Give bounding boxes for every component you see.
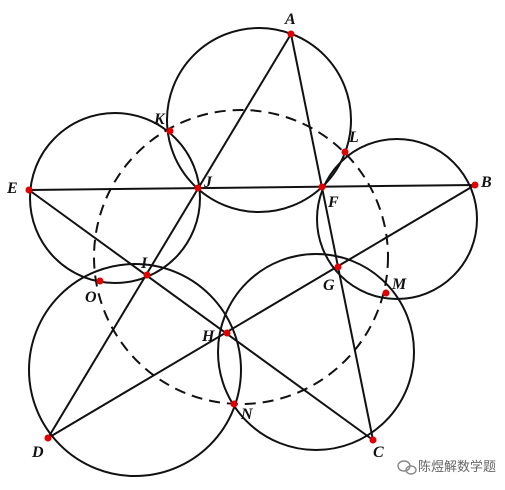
label-D: D bbox=[31, 444, 44, 461]
watermark: 陈煜解数学题 bbox=[397, 459, 496, 475]
point-M bbox=[382, 289, 390, 297]
label-A: A bbox=[284, 11, 296, 28]
point-B bbox=[471, 181, 479, 189]
label-L: L bbox=[348, 129, 359, 146]
point-K bbox=[166, 127, 174, 135]
circle-lower-left bbox=[28, 263, 242, 477]
point-N bbox=[230, 400, 238, 408]
segment-AD bbox=[47, 33, 292, 439]
point-G bbox=[334, 263, 342, 271]
label-B: B bbox=[480, 174, 492, 191]
label-O: O bbox=[85, 289, 97, 306]
dashed-circle bbox=[93, 109, 389, 405]
circle-top bbox=[166, 27, 352, 213]
point-L bbox=[341, 148, 349, 156]
label-K: K bbox=[153, 111, 166, 128]
label-G: G bbox=[323, 277, 335, 294]
segment-AC bbox=[290, 33, 374, 441]
point-J bbox=[194, 184, 202, 192]
label-H: H bbox=[201, 328, 215, 345]
label-M: M bbox=[391, 276, 407, 293]
point-D bbox=[44, 434, 52, 442]
label-F: F bbox=[327, 194, 339, 211]
point-I bbox=[143, 271, 151, 279]
label-C: C bbox=[373, 444, 384, 461]
point-E bbox=[25, 186, 33, 194]
segment-EC bbox=[28, 189, 374, 441]
label-J: J bbox=[203, 174, 213, 191]
circle-left bbox=[29, 112, 201, 284]
circle-right bbox=[316, 138, 478, 300]
watermark-text: 陈煜解数学题 bbox=[418, 459, 496, 475]
point-F bbox=[318, 183, 326, 191]
point-C bbox=[369, 436, 377, 444]
point-A bbox=[287, 30, 295, 38]
point-H bbox=[223, 329, 231, 337]
label-I: I bbox=[140, 255, 148, 272]
label-N: N bbox=[240, 406, 254, 423]
label-E: E bbox=[6, 180, 18, 197]
point-O bbox=[96, 277, 104, 285]
segment-DB bbox=[47, 184, 476, 439]
circle-lower-right bbox=[217, 253, 415, 451]
segment-EB bbox=[28, 184, 476, 191]
wechat-official-account-icon bbox=[397, 460, 417, 475]
